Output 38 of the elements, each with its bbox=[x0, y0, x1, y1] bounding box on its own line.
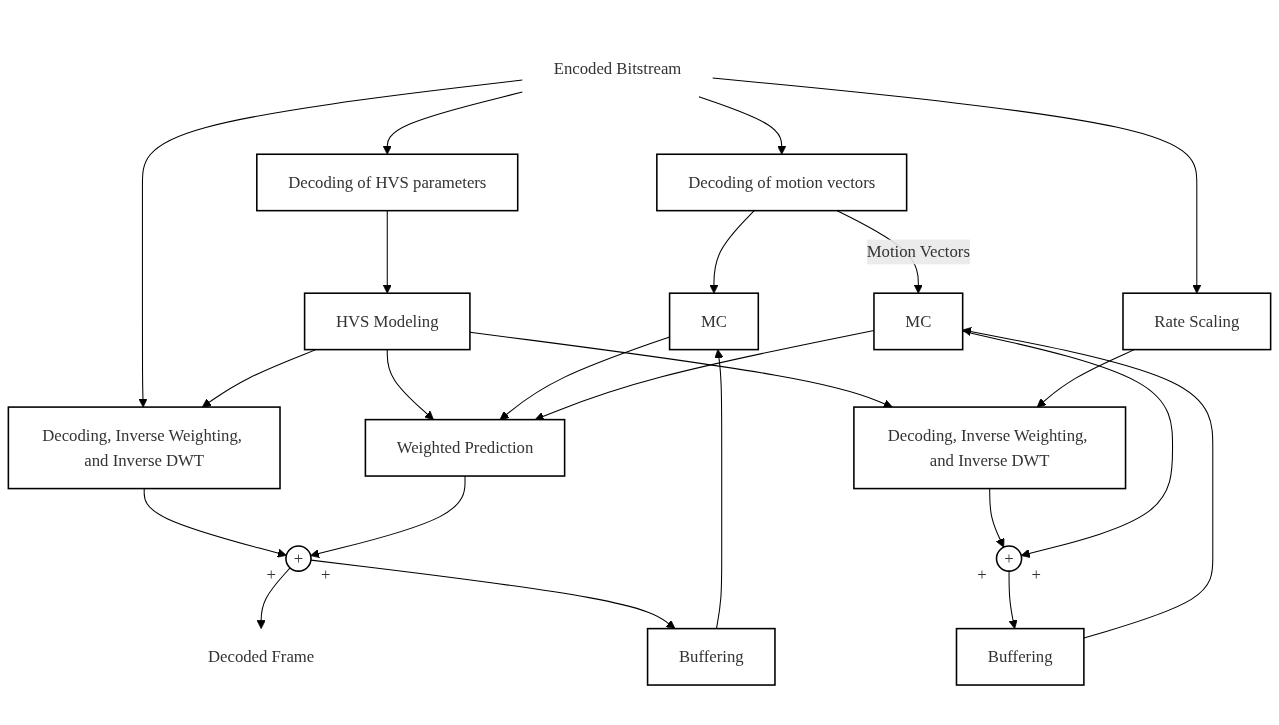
node-box: Buffering bbox=[955, 627, 1085, 686]
arrow bbox=[310, 559, 676, 629]
arrow bbox=[962, 326, 1214, 639]
arrow bbox=[382, 209, 392, 294]
node-label: + bbox=[1031, 564, 1041, 584]
node-box: Weighted Prediction bbox=[364, 418, 566, 477]
arrow bbox=[709, 209, 755, 294]
arrow bbox=[310, 475, 466, 558]
node-box: HVS Modeling bbox=[303, 292, 471, 351]
arrow bbox=[698, 96, 787, 155]
arrow bbox=[714, 349, 724, 629]
arrow bbox=[989, 487, 1005, 548]
node-label: + bbox=[320, 564, 331, 584]
node-circle: + bbox=[995, 545, 1023, 572]
node-box: Decoding, Inverse Weighting, and Inverse DWT bbox=[853, 406, 1127, 490]
arrow bbox=[138, 79, 523, 408]
arrow bbox=[469, 331, 893, 408]
arrow bbox=[256, 567, 291, 629]
node-box: Rate Scaling bbox=[1122, 292, 1272, 351]
node-box: MC bbox=[668, 292, 760, 351]
arrow bbox=[962, 330, 1174, 558]
edge-label: Motion Vectors bbox=[866, 242, 970, 261]
node-text: Decoded Frame bbox=[207, 647, 315, 665]
arrow bbox=[1036, 348, 1135, 408]
node-box: Decoding of HVS parameters bbox=[256, 153, 519, 212]
node-label: + bbox=[266, 564, 277, 584]
arrow bbox=[386, 348, 434, 420]
node-box: Buffering bbox=[646, 627, 776, 686]
node-circle: + bbox=[285, 545, 312, 572]
node-box: Decoding of motion vectors bbox=[656, 153, 908, 212]
arrow bbox=[1008, 570, 1018, 629]
node-box: MC bbox=[873, 292, 964, 351]
node-text: Encoded Bitstream bbox=[553, 58, 682, 77]
node-box: Decoding, Inverse Weighting, and Inverse DWT bbox=[7, 406, 281, 490]
arrow bbox=[382, 91, 523, 155]
arrow bbox=[143, 487, 287, 558]
node-label: + bbox=[977, 564, 987, 584]
arrow bbox=[201, 348, 317, 408]
